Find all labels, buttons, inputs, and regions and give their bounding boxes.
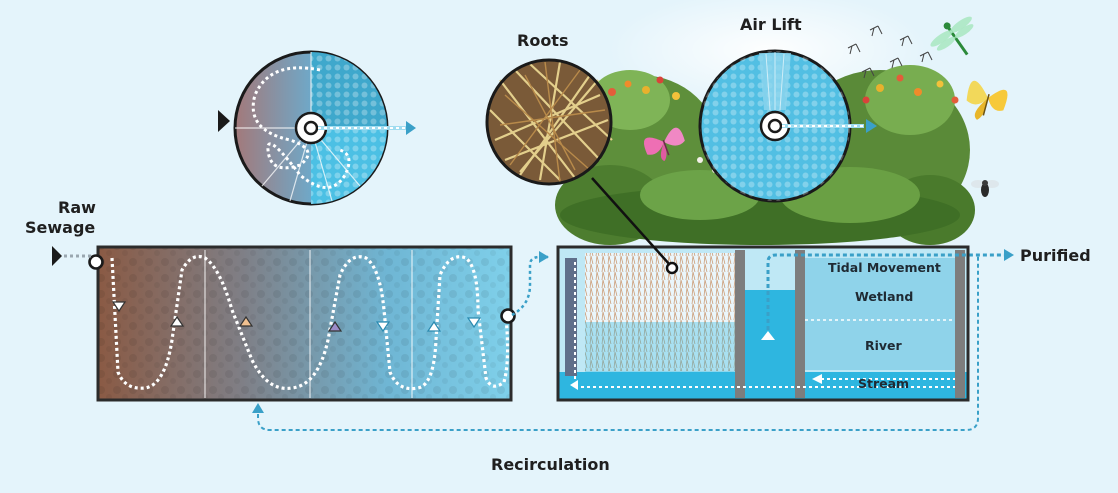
recirculation-label: Recirculation — [491, 455, 610, 474]
flow-arrow-down — [111, 301, 127, 313]
transfer-arrow — [539, 251, 549, 263]
flow-arrow-up — [238, 315, 254, 327]
recirculation-arrow — [252, 403, 264, 413]
butterfly-icon — [644, 127, 685, 161]
mosquito-icon — [847, 25, 933, 79]
dragonfly-icon — [930, 16, 974, 56]
airlift-pipe — [766, 253, 1006, 330]
wetland-label: Wetland — [855, 289, 914, 304]
airlift-arrow — [761, 331, 775, 340]
anaerobic-tank — [88, 245, 516, 402]
raw-sewage-label-line2: Sewage — [25, 218, 96, 237]
rotating-disc-zoom — [218, 50, 416, 206]
roots-label: Roots — [517, 31, 569, 50]
flow-arrow-down — [466, 317, 482, 329]
purified-arrow — [1004, 249, 1014, 261]
flow-arrow-down — [375, 321, 391, 333]
roots-pointer-dot — [665, 261, 679, 275]
river-label: River — [865, 338, 902, 353]
purified-label: Purified — [1020, 246, 1091, 265]
outlet-ring — [500, 308, 516, 324]
air-lift-label: Air Lift — [740, 15, 802, 34]
wetland-tank — [556, 177, 1014, 402]
flow-arrow-up — [327, 320, 343, 332]
roots-pointer-line — [591, 177, 671, 266]
serpentine-flow-path — [110, 254, 510, 391]
flow-arrow-up — [169, 315, 185, 327]
recirculation-line — [257, 255, 979, 431]
roots-zoom — [485, 58, 613, 186]
air-lift-zoom — [698, 49, 877, 203]
tidal-movement-label: Tidal Movement — [828, 260, 941, 275]
stream-label: Stream — [858, 376, 910, 391]
transfer-flow — [511, 255, 548, 317]
raw-sewage-label-line1: Raw — [58, 198, 96, 217]
inlet-arrow — [52, 246, 62, 266]
flow-arrow-up — [426, 320, 442, 332]
inlet-ring — [88, 254, 104, 270]
butterfly-icon — [966, 80, 1008, 120]
fly-icon — [971, 180, 999, 197]
